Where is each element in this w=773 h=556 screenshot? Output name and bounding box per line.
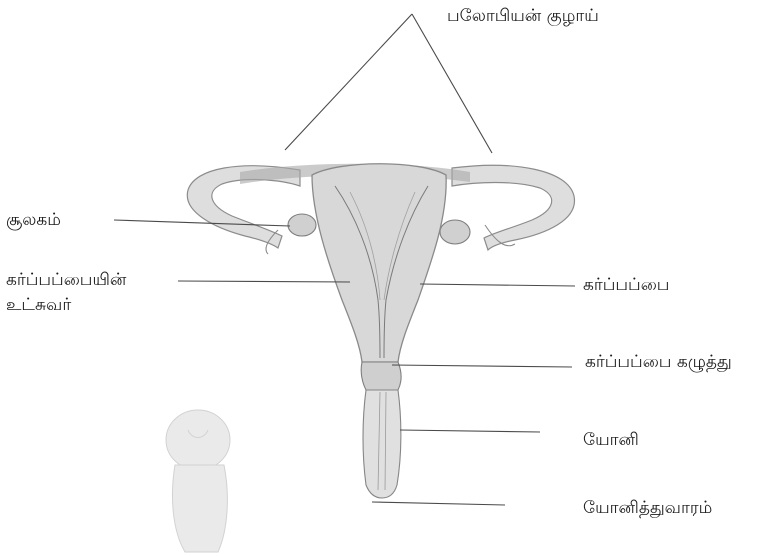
ovary-label: சூலகம் bbox=[6, 208, 61, 232]
vaginal-opening-pointer bbox=[372, 502, 505, 505]
vagina-pointer bbox=[400, 430, 540, 432]
right-fallopian-tube bbox=[452, 165, 574, 250]
uterine-wall-label-line1: கர்ப்பப்பையின் bbox=[6, 268, 126, 292]
cervix-pointer bbox=[392, 365, 572, 367]
vagina bbox=[363, 390, 401, 498]
uterus-label: கர்ப்பப்பை bbox=[583, 273, 669, 297]
fallopian-tube-pointer bbox=[285, 14, 492, 153]
uterus-pointer bbox=[420, 284, 575, 286]
uterus-body bbox=[312, 164, 446, 362]
small-figure bbox=[166, 410, 230, 552]
vaginal-opening-label: யோனித்துவாரம் bbox=[583, 496, 712, 520]
fallopian-tube-label: பலோபியன் குழாய் bbox=[447, 4, 599, 28]
cervix-label: கர்ப்பப்பை கழுத்து bbox=[585, 350, 732, 374]
uterine-wall-label-line2: உட்சுவர் bbox=[6, 293, 71, 317]
left-ovary bbox=[288, 214, 316, 236]
right-ovary bbox=[440, 220, 470, 244]
ovary-pointer bbox=[114, 220, 290, 226]
cervix bbox=[361, 362, 401, 390]
vagina-label: யோனி bbox=[583, 428, 639, 452]
uterine-wall-pointer bbox=[178, 281, 350, 282]
